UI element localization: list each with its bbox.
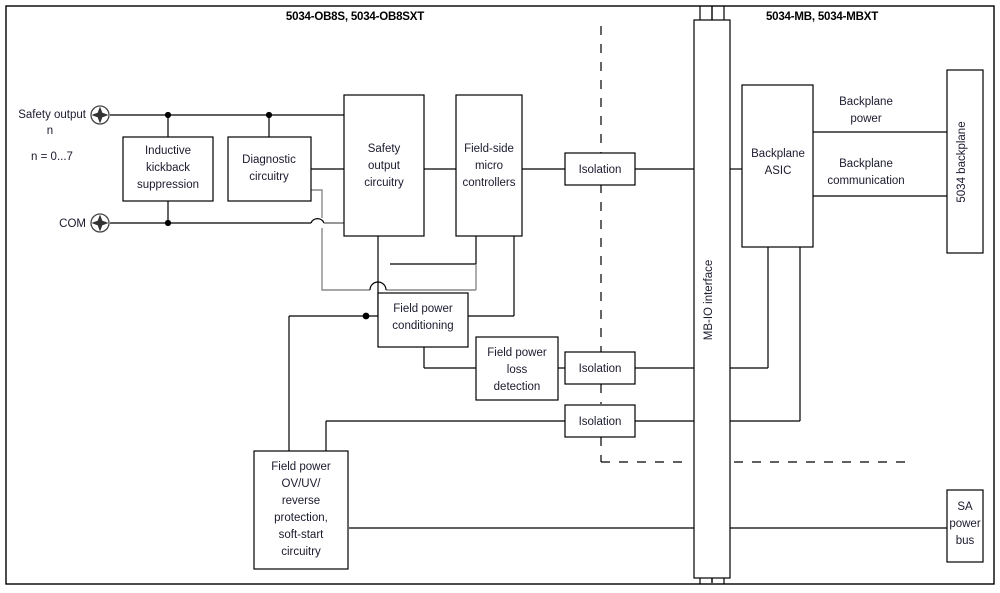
diagram-outer-border <box>5 5 995 585</box>
block-label-line: protection, <box>274 512 328 524</box>
block-backplane-asic[interactable]: Backplane ASIC <box>741 84 814 248</box>
block-label-line: loss <box>507 364 528 376</box>
block-label-line: Inductive <box>145 145 191 157</box>
backplane-communication-label-line1: Backplane <box>839 158 893 170</box>
block-label-line: Isolation <box>579 363 622 375</box>
block-mb-io-interface[interactable]: MB-IO interface <box>693 19 731 579</box>
block-label-line: Field-side <box>464 143 514 155</box>
left-module-header: 5034-OB8S, 5034-OB8SXT <box>286 11 424 23</box>
block-5034-backplane[interactable]: 5034 backplane <box>946 69 984 254</box>
block-label-line: Isolation <box>579 416 622 428</box>
block-isolation-3[interactable]: Isolation <box>564 404 636 438</box>
block-diagnostic-circuitry[interactable]: Diagnostic circuitry <box>227 136 312 202</box>
right-module-header: 5034-MB, 5034-MBXT <box>766 11 878 23</box>
block-field-side-micro-controllers[interactable]: Field-side micro controllers <box>455 94 523 237</box>
wire-hop-safety-output-stub <box>369 281 387 291</box>
block-label-line: controllers <box>462 177 515 189</box>
safety-output-terminal-label-line2: n <box>47 125 53 137</box>
block-label-line: circuitry <box>281 546 321 558</box>
junction-dot-output-kickback <box>164 111 172 119</box>
block-label-line: bus <box>956 535 975 547</box>
screw-terminal-icon-com <box>90 213 110 233</box>
block-isolation-2[interactable]: Isolation <box>564 351 636 385</box>
block-label-line: circuitry <box>364 177 404 189</box>
block-field-power-conditioning[interactable]: Field power conditioning <box>377 292 469 348</box>
block-label-line: reverse <box>282 495 320 507</box>
wire-gray-diag-branch <box>311 189 323 218</box>
backplane-power-label-line1: Backplane <box>839 96 893 108</box>
block-label-line: detection <box>494 381 541 393</box>
block-label-line: kickback <box>146 162 190 174</box>
block-label-line: MB-IO interface <box>703 260 715 341</box>
block-label-line: output <box>368 160 401 172</box>
block-label-line: micro <box>475 160 503 172</box>
backplane-power-label-line2: power <box>850 113 881 125</box>
block-label-line: soft-start <box>279 529 325 541</box>
safety-output-terminal-label-line3: n = 0...7 <box>31 151 73 163</box>
junction-dot-com-kickback <box>164 219 172 227</box>
block-label-line: power <box>949 518 980 530</box>
block-label-line: OV/UV/ <box>282 478 322 490</box>
junction-dot-output-diagnostic <box>265 111 273 119</box>
block-label-line: conditioning <box>392 320 453 332</box>
block-label-line: Field power <box>487 347 547 359</box>
block-field-power-loss-detection[interactable]: Field power loss detection <box>475 336 559 401</box>
block-label-line: Diagnostic <box>242 154 296 166</box>
safety-output-terminal-label-line1: Safety output <box>18 109 87 121</box>
block-label-line: ASIC <box>765 165 792 177</box>
block-label-line: Isolation <box>579 164 622 176</box>
block-label-line: circuitry <box>249 171 289 183</box>
block-label-line: Safety <box>368 143 401 155</box>
block-label-line: Backplane <box>751 148 805 160</box>
block-isolation-1[interactable]: Isolation <box>564 152 636 186</box>
com-terminal-label: COM <box>59 218 86 230</box>
block-inductive-kickback-suppression[interactable]: Inductive kickback suppression <box>122 136 214 202</box>
block-label-line: suppression <box>137 179 199 191</box>
block-label-line: 5034 backplane <box>956 121 968 202</box>
block-sa-power-bus[interactable]: SA power bus <box>946 489 984 563</box>
backplane-communication-label-line2: communication <box>827 175 904 187</box>
block-label-line: Field power <box>271 461 331 473</box>
block-field-power-protection[interactable]: Field power OV/UV/ reverse protection, s… <box>253 450 349 570</box>
wire-gray-down <box>321 228 370 291</box>
screw-terminal-icon-safety-output <box>90 105 110 125</box>
block-safety-output-circuitry[interactable]: Safety output circuitry <box>343 94 425 237</box>
block-label-line: Field power <box>393 303 453 315</box>
wire-hop-com-rail <box>310 218 325 224</box>
block-label-line: SA <box>957 501 973 513</box>
junction-dot-field-power <box>362 312 370 320</box>
